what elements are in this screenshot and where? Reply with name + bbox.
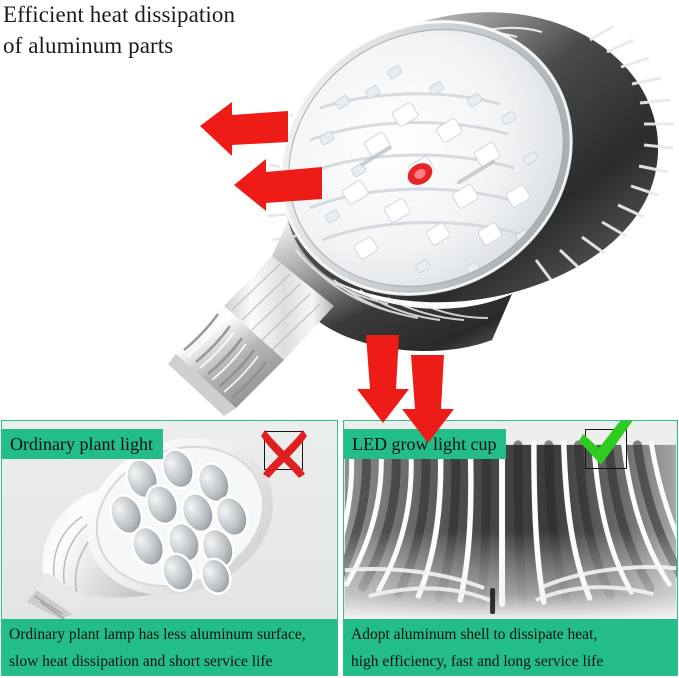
check-icon xyxy=(579,421,633,465)
mark-frame xyxy=(585,429,627,469)
page-title: Efficient heat dissipation of aluminum p… xyxy=(3,2,236,58)
cross-icon xyxy=(261,430,307,478)
cross-mark-box xyxy=(261,430,307,478)
check-mark-box xyxy=(579,421,633,469)
panel-tag-led: LED grow light cup xyxy=(344,429,507,459)
panel-tag-ordinary: Ordinary plant light xyxy=(2,429,163,459)
led-chip-board xyxy=(279,20,573,296)
e27-screw-base xyxy=(168,306,284,416)
mark-frame xyxy=(264,431,303,470)
heat-arrow-lower-down-1 xyxy=(355,333,413,425)
caption-ordinary: Ordinary plant lamp has less aluminum su… xyxy=(2,619,337,675)
heat-arrow-lower-down-2 xyxy=(398,353,456,445)
heat-arrow-upper-left-2 xyxy=(232,155,324,213)
heat-arrow-upper-left-1 xyxy=(198,100,290,158)
caption-led: Adopt aluminum shell to dissipate heat, … xyxy=(344,619,677,675)
comparison-panel-led: LED grow light cup Adopt aluminum shell … xyxy=(343,420,678,676)
ordinary-lamp-photo xyxy=(2,421,337,619)
reflector-cup xyxy=(272,220,512,352)
hero-product-image xyxy=(120,0,679,418)
lamp-neck xyxy=(224,256,334,360)
comparison-panel-ordinary: Ordinary plant light Ordinary plant lamp… xyxy=(1,420,338,676)
